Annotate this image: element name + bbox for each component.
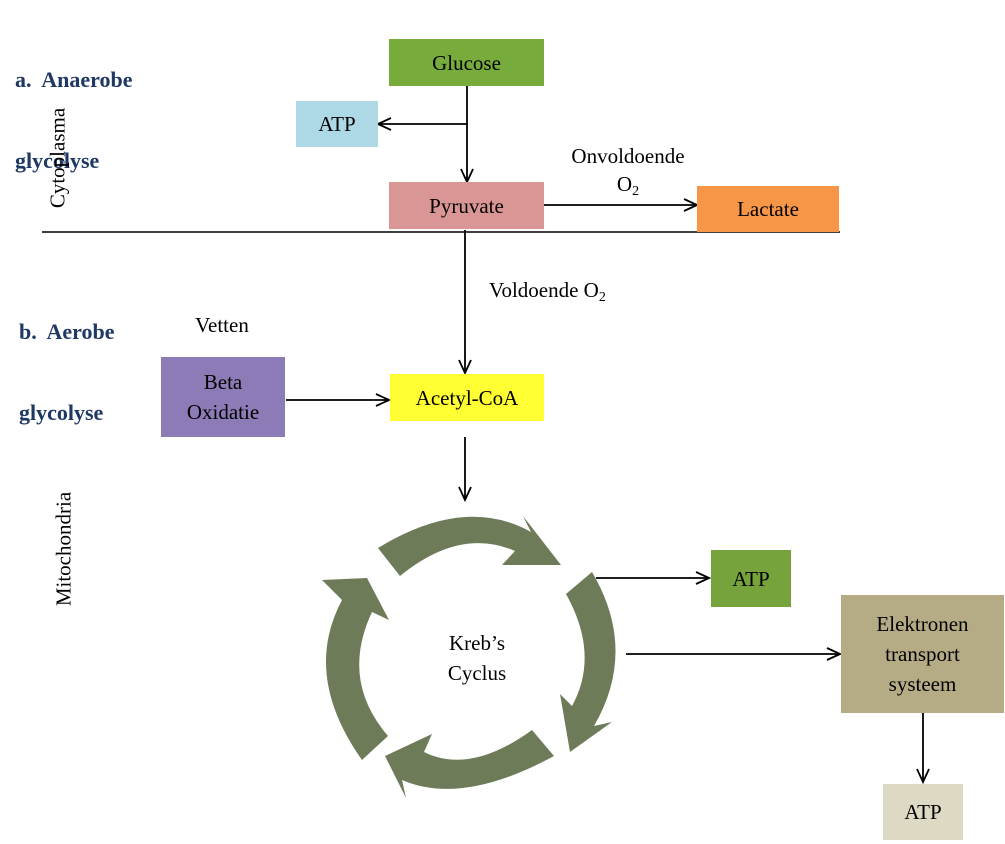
- atp-mid-label: ATP: [732, 566, 770, 591]
- kreb-line1: Kreb’s: [449, 631, 505, 655]
- atp-top-box: ATP: [296, 101, 378, 147]
- acetyl-coa-label: Acetyl-CoA: [415, 385, 519, 410]
- pyruvate-box: Pyruvate: [389, 182, 544, 229]
- ets-line3: systeem: [888, 672, 957, 696]
- atp-bottom-box: ATP: [883, 784, 963, 840]
- cycle-arrow-right: [560, 572, 616, 752]
- beta-oxidatie-line1: Beta: [203, 370, 243, 394]
- kreb-cycle-ring: [322, 516, 616, 798]
- onvoldoende-o2: O2: [616, 172, 640, 199]
- heading-anaerobe: a. Anaerobe glycolyse: [15, 12, 133, 201]
- vetten-label: Vetten: [195, 313, 249, 337]
- ets-line2: transport: [885, 642, 960, 666]
- cycle-arrow-left: [322, 578, 389, 760]
- acetyl-coa-box: Acetyl-CoA: [390, 374, 544, 421]
- heading-aerobe-line2: glycolyse: [19, 400, 104, 425]
- beta-oxidatie-box: Beta Oxidatie: [161, 357, 285, 437]
- atp-top-label: ATP: [318, 112, 356, 136]
- heading-anaerobe-line1: a. Anaerobe: [15, 67, 133, 92]
- kreb-line2: Cyclus: [447, 661, 507, 685]
- lactate-label: Lactate: [737, 197, 799, 221]
- voldoende-o2-label: Voldoende O2: [489, 278, 606, 305]
- heading-anaerobe-line2: glycolyse: [15, 148, 100, 173]
- glucose-box: Glucose: [389, 39, 544, 86]
- onvoldoende-o2-label: Onvoldoende O2: [548, 142, 708, 206]
- elektronen-transport-box: Elektronen transport systeem: [841, 595, 1004, 713]
- cycle-arrow-top: [378, 516, 561, 576]
- atp-bottom-label: ATP: [904, 800, 942, 824]
- lactate-box: Lactate: [697, 186, 839, 232]
- pyruvate-label: Pyruvate: [429, 193, 504, 218]
- heading-aerobe: b. Aerobe glycolyse: [19, 264, 115, 453]
- ets-line1: Elektronen: [876, 612, 969, 636]
- kreb-cyclus-label: Kreb’s Cyclus: [420, 628, 534, 688]
- heading-aerobe-line1: b. Aerobe: [19, 319, 115, 344]
- atp-mid-box: ATP: [711, 550, 791, 607]
- glucose-label: Glucose: [432, 50, 501, 75]
- onvoldoende-text: Onvoldoende: [571, 144, 685, 168]
- beta-oxidatie-line2: Oxidatie: [186, 400, 260, 424]
- cycle-arrow-bottom: [385, 730, 554, 798]
